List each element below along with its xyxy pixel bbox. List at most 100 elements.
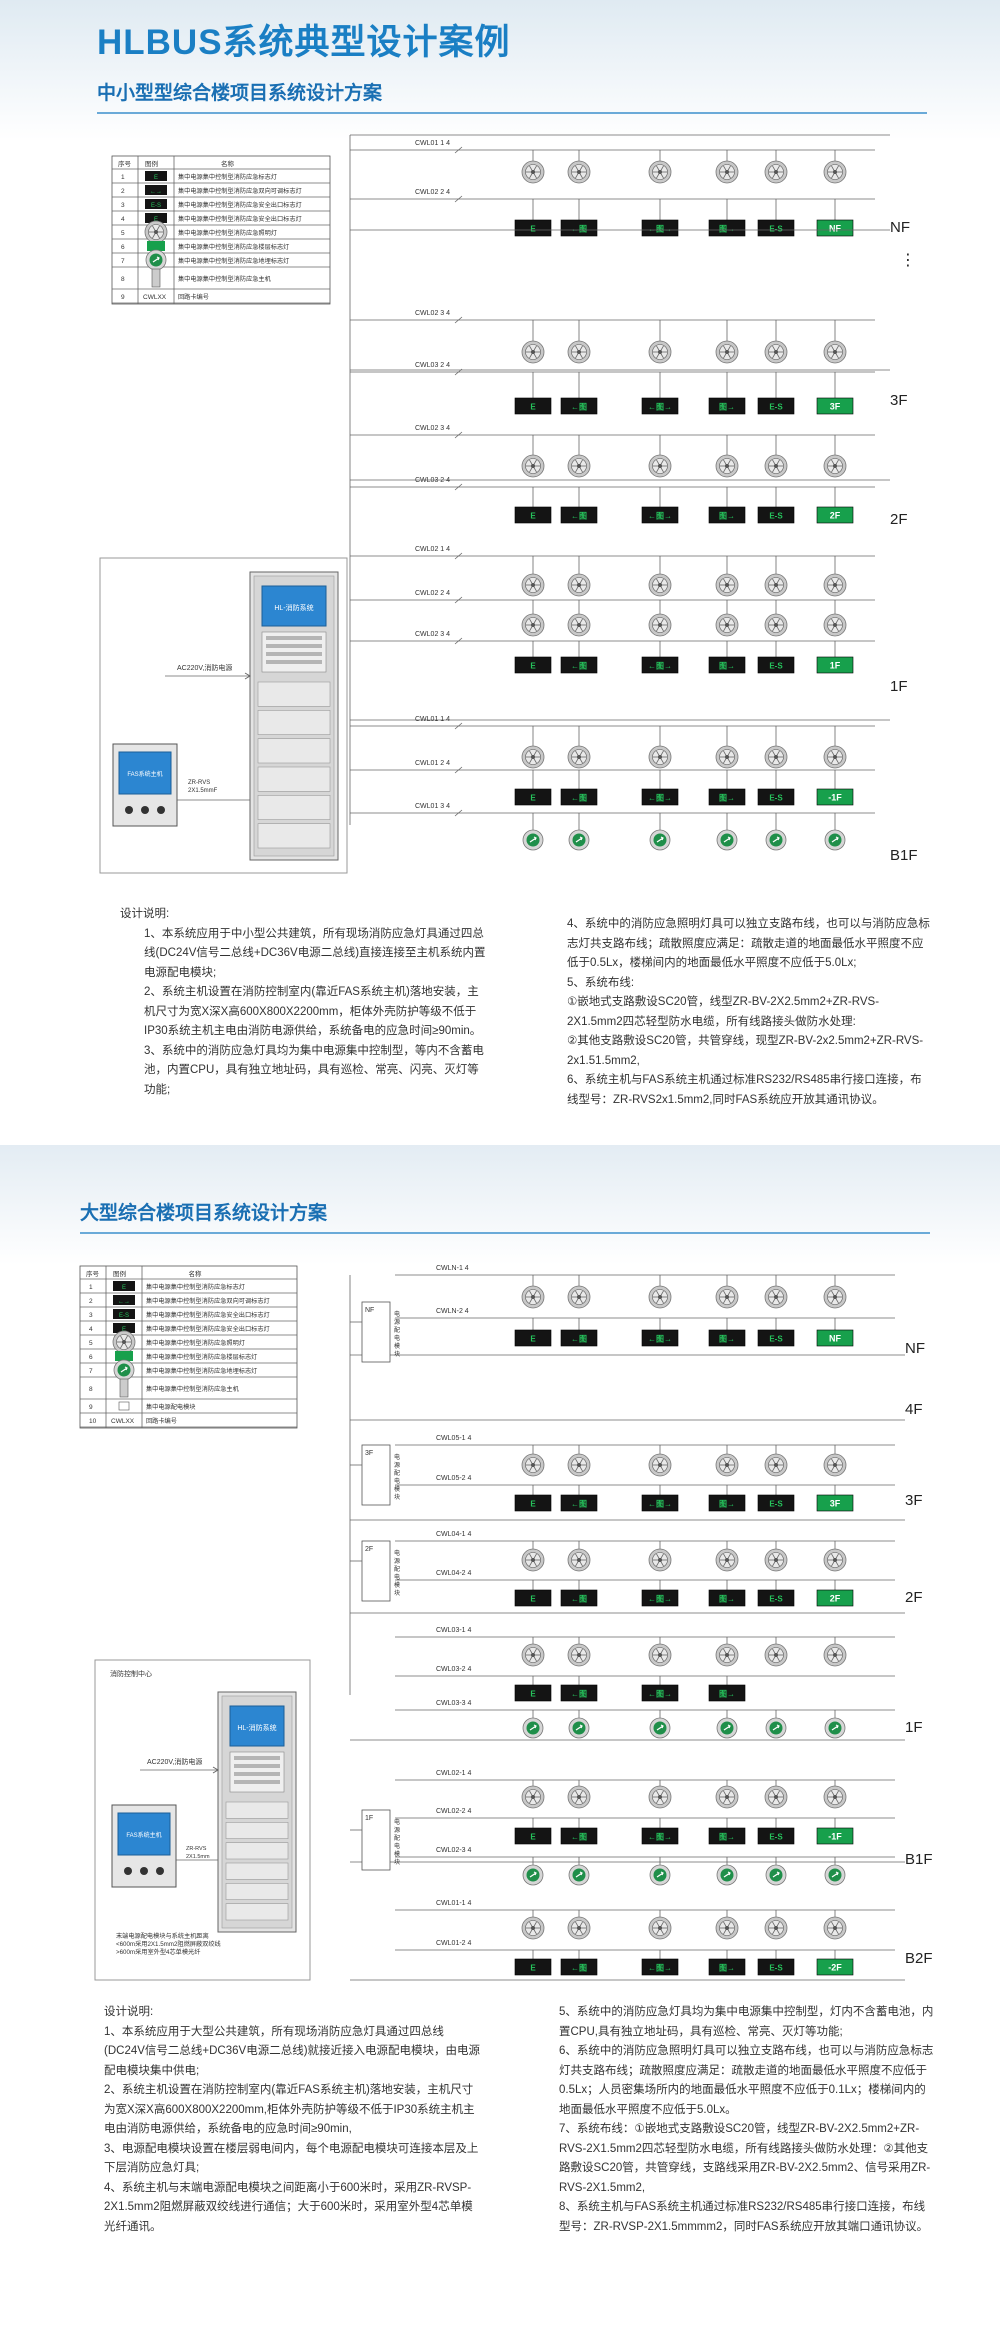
sign-text: ←图→ <box>648 1690 672 1699</box>
large-floor-label: 4F <box>905 1401 923 1418</box>
lamp-hub <box>774 1926 778 1930</box>
sign-body <box>757 788 795 806</box>
lamp-hub <box>154 230 158 234</box>
large-loop-label: CWL02-2 4 <box>436 1808 472 1815</box>
large-exit-sign: ←图 <box>560 1827 598 1845</box>
small-host-label: HL-消防系统 <box>274 603 313 612</box>
small-loop-label: CWL02 2 4 <box>415 189 450 196</box>
sign-body <box>560 1827 598 1845</box>
lamp-hub <box>774 1295 778 1299</box>
large-loop-label: CWL03-1 4 <box>436 1627 472 1634</box>
large-lamp-icon <box>715 1453 739 1477</box>
large-lamp-icon <box>567 1916 591 1940</box>
sign-body <box>757 656 795 674</box>
large-module-char: 电 <box>394 1842 400 1850</box>
sign-body <box>757 1494 795 1512</box>
small-lamp-icon <box>764 573 788 597</box>
small-lamp-icon <box>648 573 672 597</box>
large-fas-knob-icon <box>140 1867 148 1875</box>
small-legend-no: 8 <box>121 276 125 283</box>
small-loop-tick <box>454 431 463 439</box>
small-power-arrow-icon <box>244 672 251 680</box>
small-exit-sign: E-S <box>757 219 795 237</box>
lamp-hub <box>658 1463 662 1467</box>
large-lamp-icon <box>764 1285 788 1309</box>
large-module-char: 配 <box>394 1835 400 1842</box>
sign-body <box>816 788 854 806</box>
large-exit-sign: ←图 <box>560 1494 598 1512</box>
lamp-hub <box>577 1463 581 1467</box>
sign-text: ←图 <box>571 403 587 412</box>
lamp-hub <box>577 1795 581 1799</box>
large-legend-no: 10 <box>89 1418 97 1425</box>
lamp-hub <box>531 1795 535 1799</box>
sign-body <box>708 1494 746 1512</box>
large-legend-no: 2 <box>89 1298 93 1305</box>
large-lamp-icon <box>823 1785 847 1809</box>
sign-body <box>560 1589 598 1607</box>
lamp-hub <box>531 170 535 174</box>
ground-arrow <box>152 256 160 263</box>
small-legend-no: 3 <box>121 202 125 209</box>
page-title: HLBUS系统典型设计案例 <box>97 23 511 62</box>
large-cabinet-drawer <box>225 1903 289 1921</box>
large-note-heading: 设计说明: <box>104 2006 154 2018</box>
lamp-hub <box>577 1295 581 1299</box>
sign-text: 图→ <box>719 1833 735 1842</box>
lamp-hub <box>833 464 837 468</box>
lamp-hub <box>531 1653 535 1657</box>
small-legend-name: 集中电源集中控制型消防应急安全出口标志灯 <box>178 215 302 223</box>
large-lamp-icon <box>648 1785 672 1809</box>
large-lamp-icon <box>521 1548 545 1572</box>
large-lamp-icon <box>823 1548 847 1572</box>
large-legend-no: 3 <box>89 1312 93 1319</box>
small-lamp-icon <box>648 613 672 637</box>
small-floor-label: 2F <box>890 511 908 528</box>
large-distance-note: 末端电源配电模块与系统主机距离 <box>116 1932 209 1940</box>
ground-sign-icon <box>765 829 787 851</box>
large-distance-note: >600m采用室外型4芯单模光纤 <box>116 1948 200 1956</box>
large-section-title: 大型综合楼项目系统设计方案 <box>80 1203 328 1224</box>
sign-text: E-S <box>769 1595 783 1604</box>
sign-body <box>514 1827 552 1845</box>
lamp-hub <box>531 1926 535 1930</box>
small-lamp-icon <box>648 454 672 478</box>
large-lamp-icon <box>567 1643 591 1667</box>
sign-text: 2F <box>830 511 841 521</box>
lamp-hub <box>531 623 535 627</box>
small-lamp-icon <box>521 573 545 597</box>
large-legend-no: 6 <box>89 1354 93 1361</box>
large-lamp-icon <box>823 1916 847 1940</box>
sign-text: E <box>530 1690 536 1699</box>
large-module-char: 配 <box>394 1327 400 1334</box>
large-distance-note: <600m采用2X1.5mm2阻燃屏蔽双绞线 <box>116 1940 221 1948</box>
small-lamp-icon <box>764 340 788 364</box>
large-module-floor: NF <box>365 1307 374 1314</box>
sign-body <box>708 1827 746 1845</box>
sign-text: 1F <box>830 661 841 671</box>
sign-text: E-S <box>769 794 783 803</box>
small-lamp-icon <box>823 573 847 597</box>
small-lamp-icon <box>715 454 739 478</box>
large-host-label: HL-消防系统 <box>237 1723 276 1732</box>
lamp-hub <box>725 170 729 174</box>
legend-sign-text: E-S <box>119 1313 129 1319</box>
lamp-hub <box>725 1463 729 1467</box>
sign-body <box>560 1684 598 1702</box>
small-floor-label: NF <box>890 219 910 236</box>
lamp-hub <box>725 1558 729 1562</box>
small-cabinet-drawer <box>257 681 331 707</box>
small-loop-label: CWL01 3 4 <box>415 803 450 810</box>
large-floor-label: NF <box>905 1340 925 1357</box>
sign-text: 图→ <box>719 1595 735 1604</box>
large-section-rule <box>80 1232 930 1234</box>
large-module-floor: 3F <box>365 1450 373 1457</box>
large-exit-sign: 图→ <box>708 1827 746 1845</box>
sign-text: ←图 <box>571 1833 587 1842</box>
lamp-hub <box>658 1295 662 1299</box>
large-legend-name: 集中电源配电模块 <box>146 1403 196 1411</box>
small-note-6: 6、系统主机与FAS系统主机通过标准RS232/RS485串行接口连接，布线型号… <box>567 1074 922 1106</box>
large-module-char: 配 <box>394 1566 400 1573</box>
sign-body <box>816 656 854 674</box>
sign-text: ←图 <box>571 225 587 234</box>
